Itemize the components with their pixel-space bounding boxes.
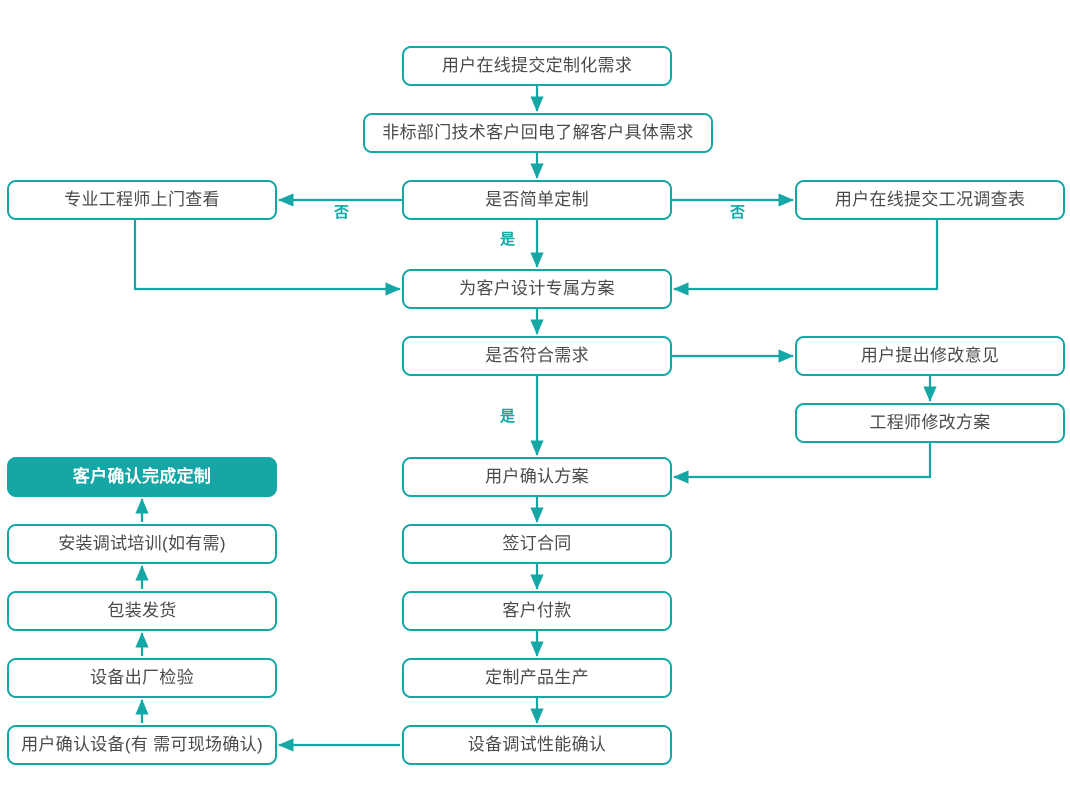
node-equipment-commission-test[interactable]: 设备调试性能确认 (402, 725, 672, 765)
node-user-revision-feedback[interactable]: 用户提出修改意见 (795, 336, 1065, 376)
edge-n4-n6 (133, 220, 401, 296)
edge-label-no-left: 否 (334, 204, 350, 221)
edge-n9-n10 (673, 443, 932, 484)
node-user-submit-custom-request[interactable]: 用户在线提交定制化需求 (402, 46, 672, 86)
edge-label-yes-requirements: 是 (500, 408, 516, 425)
node-sign-contract[interactable]: 签订合同 (402, 524, 672, 564)
node-install-training[interactable]: 安装调试培训(如有需) (7, 524, 277, 564)
node-tech-callback[interactable]: 非标部门技术客户回电了解客户具体需求 (363, 113, 713, 153)
edge-label-no-right: 否 (730, 204, 746, 221)
node-user-confirm-plan[interactable]: 用户确认方案 (402, 457, 672, 497)
node-custom-production[interactable]: 定制产品生产 (402, 658, 672, 698)
edge-label-yes-simple: 是 (500, 231, 516, 248)
node-decision-meets-requirements[interactable]: 是否符合需求 (402, 336, 672, 376)
node-decision-simple-custom[interactable]: 是否简单定制 (402, 180, 672, 220)
node-engineer-onsite-visit[interactable]: 专业工程师上门查看 (7, 180, 277, 220)
node-customization-complete[interactable]: 客户确认完成定制 (7, 457, 277, 497)
node-user-confirm-equipment[interactable]: 用户确认设备(有 需可现场确认) (7, 725, 277, 765)
node-design-exclusive-plan[interactable]: 为客户设计专属方案 (402, 269, 672, 309)
node-packaging-shipping[interactable]: 包装发货 (7, 591, 277, 631)
node-factory-inspection[interactable]: 设备出厂检验 (7, 658, 277, 698)
edge-n5-n6 (673, 220, 939, 296)
node-engineer-revise-plan[interactable]: 工程师修改方案 (795, 403, 1065, 443)
node-submit-condition-survey[interactable]: 用户在线提交工况调查表 (795, 180, 1065, 220)
node-customer-payment[interactable]: 客户付款 (402, 591, 672, 631)
